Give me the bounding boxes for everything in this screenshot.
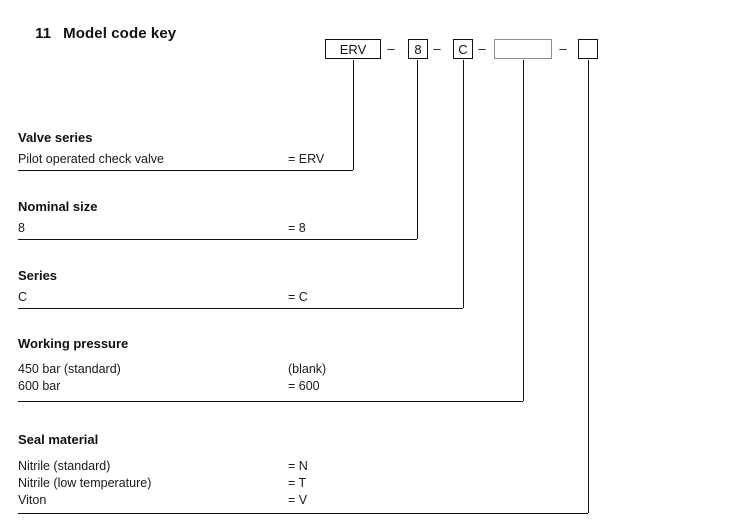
option-label-series-c: C [18,290,28,304]
option-code-nitrile-standard: = N [288,459,308,473]
connector-seal-material-vertical [588,60,589,513]
section-rule-nominal-size [18,239,417,240]
section-rule-seal-material [18,513,588,514]
code-separator-1: – [387,41,395,56]
option-code-600-bar: = 600 [288,379,320,393]
option-label-nitrile-low-temperature: Nitrile (low temperature) [18,476,152,490]
option-code-viton: = V [288,493,308,507]
code-box-series[interactable]: C [453,39,473,59]
code-separator-2: – [433,41,441,56]
section-heading-working-pressure: Working pressure [18,336,129,351]
connector-working-pressure-vertical [523,60,524,401]
section-rule-working-pressure [18,401,523,402]
code-box-seal-material[interactable] [578,39,598,59]
option-code-series-c: = C [288,290,308,304]
section-heading-nominal-size: Nominal size [18,199,98,214]
option-label-450-bar: 450 bar (standard) [18,362,121,376]
section-rule-valve-series [18,170,353,171]
code-box-nominal-size[interactable]: 8 [408,39,428,59]
option-label-pilot-operated-check-valve: Pilot operated check valve [18,152,164,166]
page-title: 11 Model code key [18,8,176,59]
option-code-nitrile-low-temperature: = T [288,476,307,490]
code-box-valve-series[interactable]: ERV [325,39,381,59]
code-box-working-pressure[interactable] [494,39,552,59]
section-heading-valve-series: Valve series [18,130,93,145]
option-code-450-bar: (blank) [288,362,327,376]
page-title-text: Model code key [63,25,177,42]
code-separator-4: – [559,41,567,56]
option-code-pilot-operated-check-valve: = ERV [288,152,325,166]
option-label-600-bar: 600 bar [18,379,61,393]
section-heading-seal-material: Seal material [18,432,99,447]
section-heading-series: Series [18,268,58,283]
option-label-viton: Viton [18,493,47,507]
page-title-number: 11 [35,25,52,42]
section-rule-series [18,308,463,309]
connector-nominal-size-vertical [417,60,418,239]
option-code-size-8: = 8 [288,221,306,235]
connector-series-vertical [463,60,464,308]
option-label-size-8: 8 [18,221,25,235]
connector-valve-series-vertical [353,60,354,170]
code-separator-3: – [478,41,486,56]
option-label-nitrile-standard: Nitrile (standard) [18,459,111,473]
